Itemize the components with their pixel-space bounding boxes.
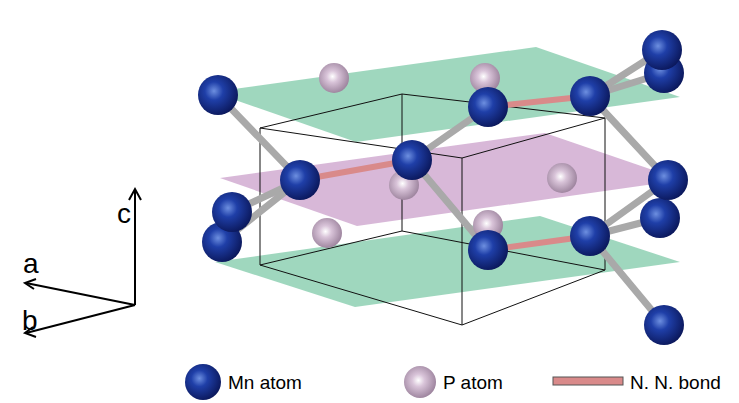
legend-p-sample	[404, 366, 436, 398]
axes	[25, 189, 141, 337]
legend-mn-sample	[185, 364, 221, 400]
legend-bond-sample	[553, 377, 623, 385]
p-atom	[312, 63, 577, 248]
unit-cell	[260, 94, 605, 325]
legend-text: N. N. bond	[630, 373, 721, 392]
axis-label: b	[22, 307, 38, 335]
legend-text: Mn atom	[228, 373, 302, 392]
nn-bond	[300, 96, 590, 250]
mn-atom	[198, 30, 688, 345]
mn-plane	[212, 47, 680, 142]
bond	[218, 50, 668, 325]
legend-text: P atom	[443, 373, 503, 392]
axis-label: a	[23, 250, 39, 278]
p-plane	[220, 133, 682, 226]
axis-label: c	[117, 200, 131, 228]
